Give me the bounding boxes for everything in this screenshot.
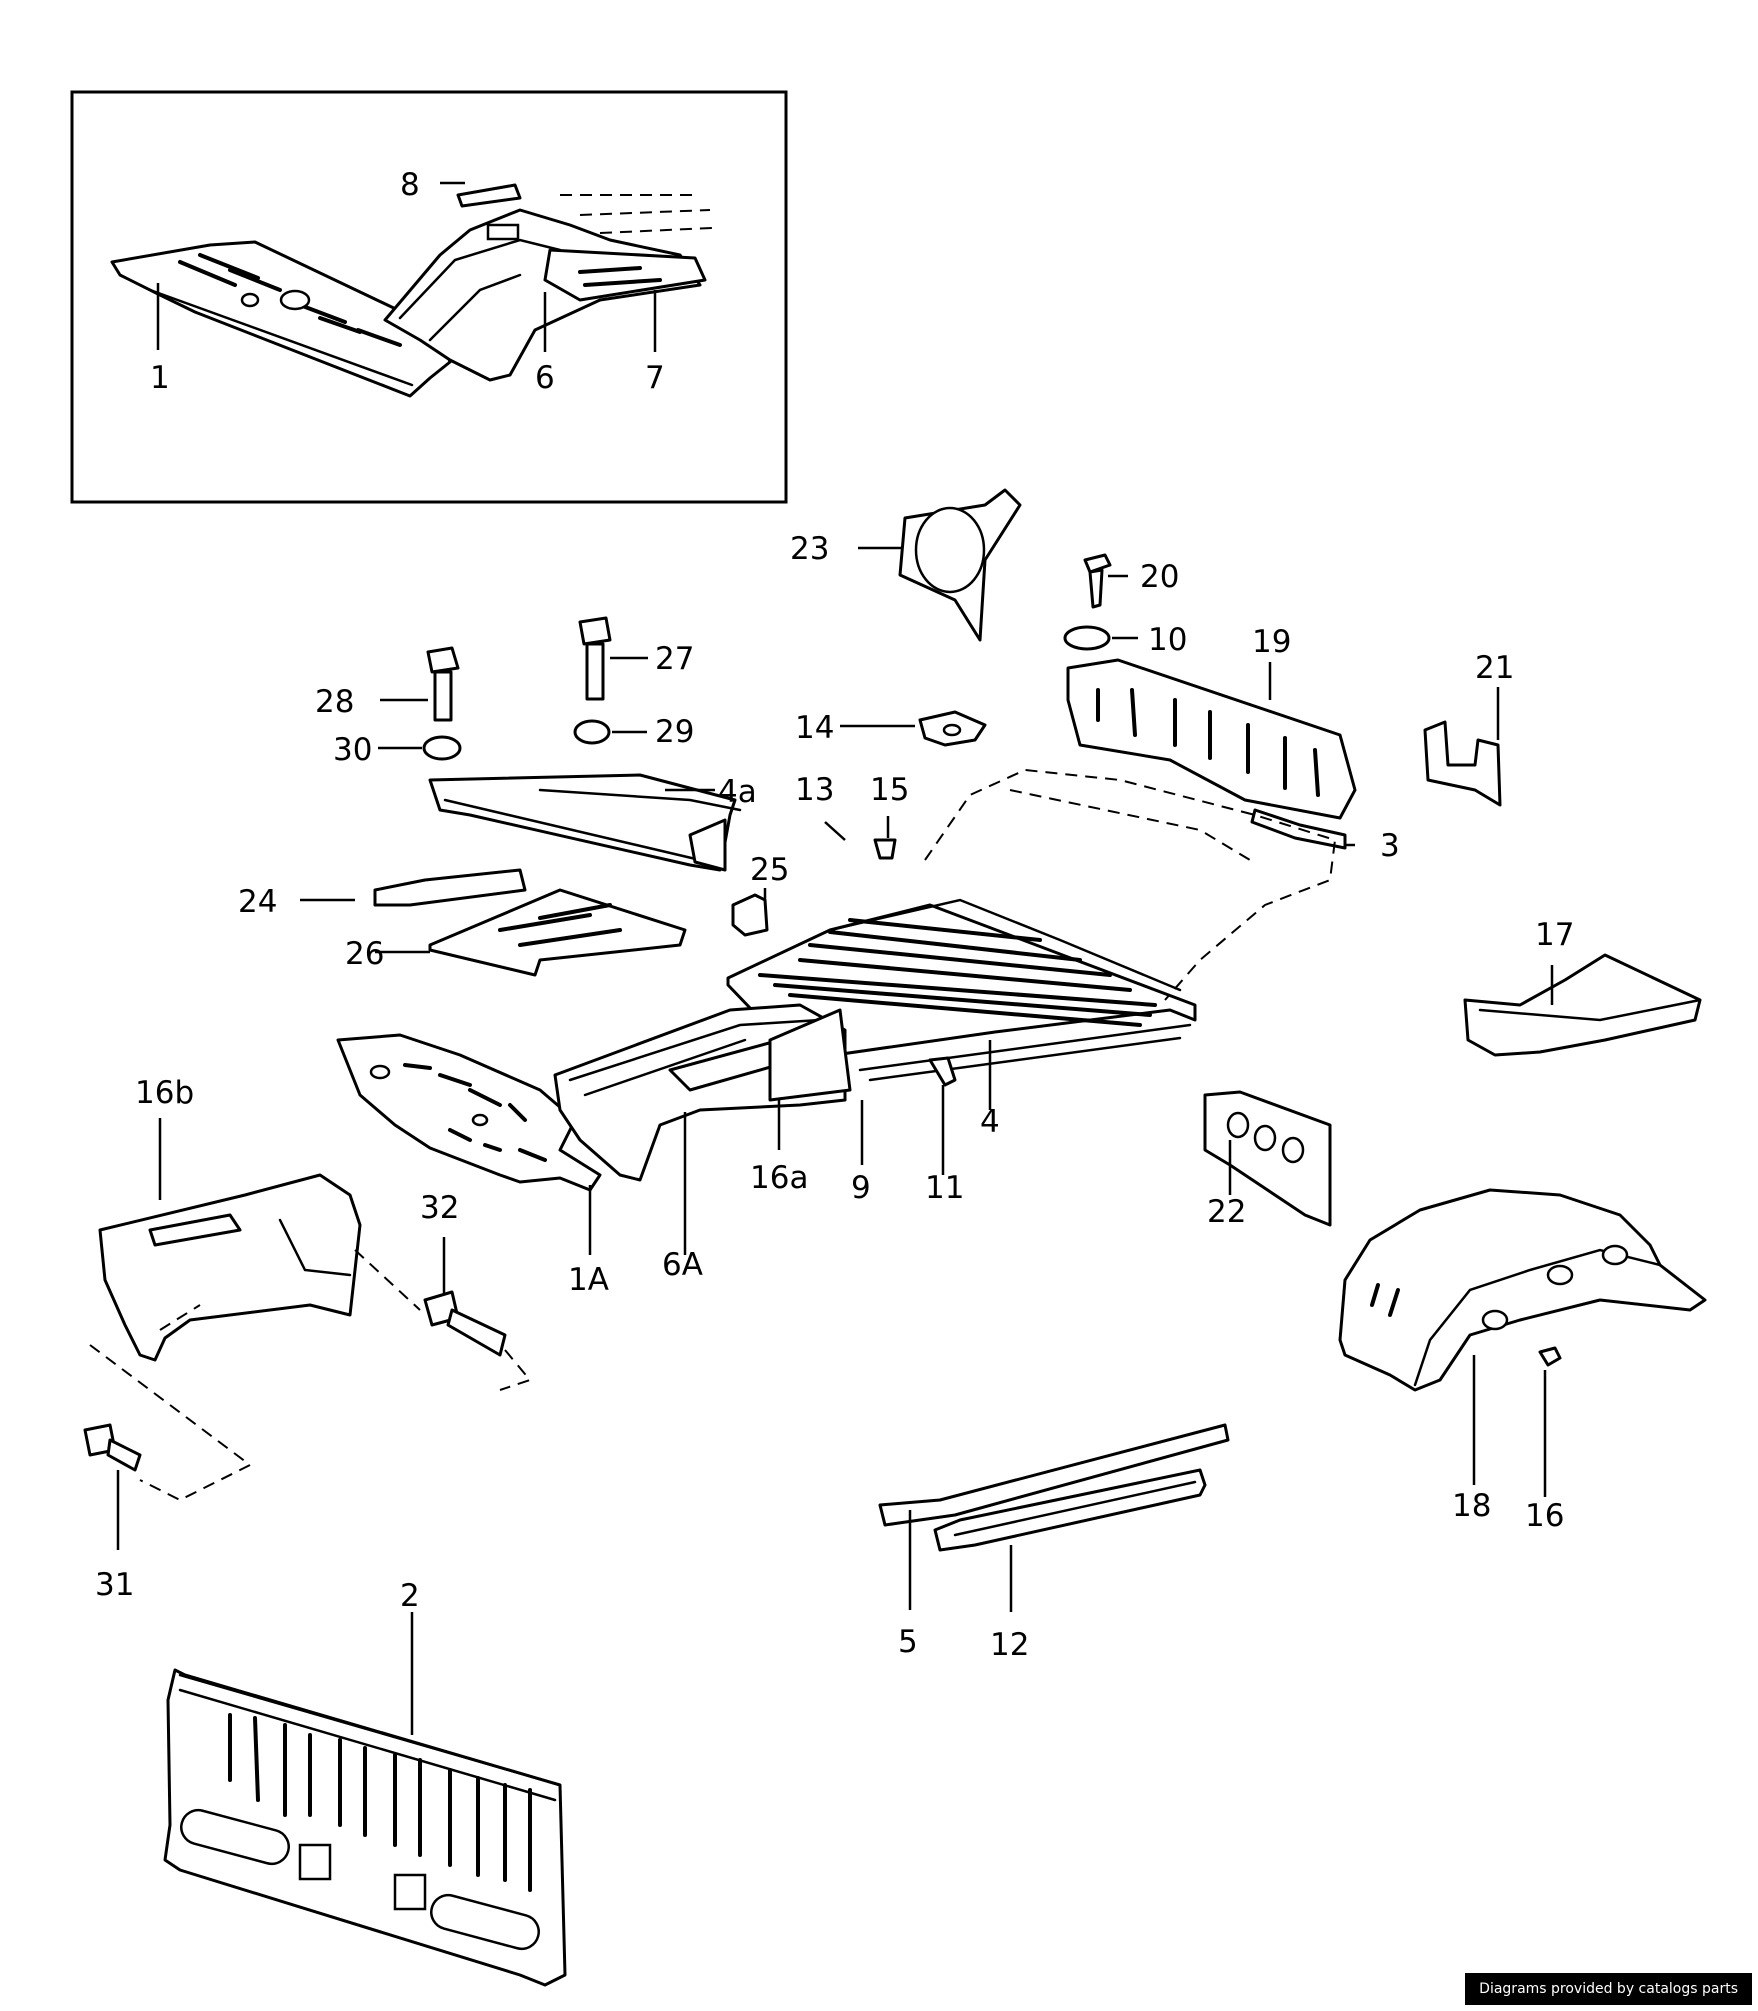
support-fastening-guides [89,1249,421,1502]
callout-6A: 6A [662,1247,703,1283]
part-7-rear-floor-inset [543,248,707,302]
bolt-32-guide [499,1349,532,1391]
part-8-crossmember-inset [456,183,522,208]
callout-13: 13 [795,772,834,808]
callout-17: 17 [1535,917,1574,953]
callout-4: 4 [980,1104,1000,1140]
part-16a-tunnel-end [768,1008,852,1102]
callout-14: 14 [795,710,834,746]
callout-20: 20 [1140,559,1179,595]
part-23-gusset [898,488,1022,642]
credit-banner: Diagrams provided by catalogs parts [1465,1973,1752,2005]
floor-contour-dashed [1009,789,1251,861]
callout-18: 18 [1452,1488,1491,1524]
part-20-screw [1083,553,1112,609]
callout-21: 21 [1475,650,1514,686]
part-28-bolt [426,646,460,722]
callout-1: 1 [150,360,170,396]
callout-6: 6 [535,360,555,396]
callout-8: 8 [400,167,420,203]
part-18-wheelhouse [1338,1188,1707,1392]
part-26-floor-plate [428,888,687,977]
callout-19: 19 [1252,624,1291,660]
callout-26: 26 [345,936,384,972]
part-16-plug [1538,1346,1562,1367]
callout-11: 11 [925,1170,964,1206]
part-5-sill [878,1423,1230,1527]
callout-32: 32 [420,1190,459,1226]
leader-lines [116,181,1554,1735]
callout-16: 16 [1525,1498,1564,1534]
part-29-washer [573,719,611,745]
callout-25: 25 [750,852,789,888]
part-16b-support [98,1173,362,1362]
part-27-bolt [578,616,612,701]
part-25-bracket [731,893,769,937]
callout-2: 2 [400,1578,420,1614]
callout-5: 5 [898,1624,918,1660]
callout-24: 24 [238,884,277,920]
callout-27: 27 [655,641,694,677]
callout-16b: 16b [135,1075,194,1111]
part-19-rear-crossmember [1066,658,1357,820]
part-4-floor-rails [858,1023,1192,1082]
part-32-bolt [423,1290,507,1357]
part-17-bracket [1463,953,1702,1057]
part-7-outline-dashed [924,768,1337,1001]
part-11-runner [928,1056,957,1087]
inset-shade-lines [560,194,713,234]
part-22-reinforcement [1203,1090,1332,1227]
inset-frame [70,90,788,504]
callout-28: 28 [315,684,354,720]
callout-15: 15 [870,772,909,808]
callout-7: 7 [645,360,665,396]
callout-9: 9 [851,1170,871,1206]
callout-10: 10 [1148,622,1187,658]
callout-labels: 1 6 7 8 23 20 10 19 21 27 28 30 29 14 4a… [95,167,1574,1663]
callout-30: 30 [333,732,372,768]
callout-16a: 16a [750,1160,808,1196]
part-30-washer [422,735,462,761]
part-21-bracket [1423,720,1502,807]
callout-4a: 4a [718,774,757,810]
part-15-plug [873,838,897,860]
callout-22: 22 [1207,1194,1246,1230]
part-14-clip [918,710,987,747]
part-12-sill-reinforcement [933,1468,1207,1552]
part-24-bracket [373,868,527,907]
callout-3: 3 [1380,828,1400,864]
callout-31: 31 [95,1567,134,1603]
part-4a-seat-crossmember [428,773,742,872]
part-31-bolt [83,1423,142,1472]
part-2-rear-panel [163,1668,567,1987]
part-1-front-floor-inset [110,240,452,398]
callout-1A: 1A [568,1262,609,1298]
part-10-washer [1063,625,1111,651]
callout-29: 29 [655,714,694,750]
callout-12: 12 [990,1627,1029,1663]
callout-23: 23 [790,531,829,567]
